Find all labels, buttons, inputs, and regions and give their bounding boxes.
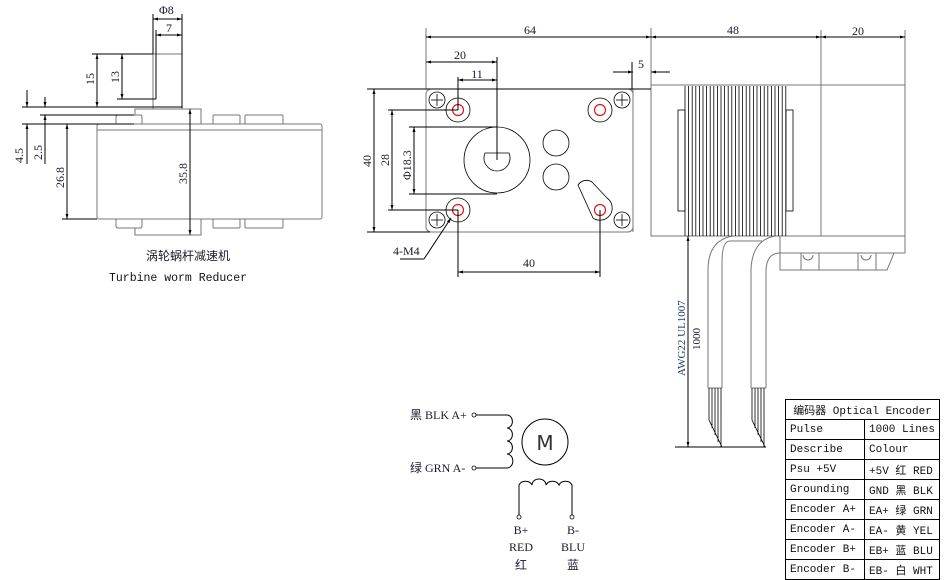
motor-symbol-icon — [521, 418, 569, 466]
table-cell: Colour — [863, 439, 941, 460]
dim-shaft-flat: 7 — [166, 21, 172, 35]
corner-screw-icon — [428, 91, 631, 229]
table-cell: +5V 红 RED — [863, 459, 941, 480]
table-row: Encoder A-EA- 黄 YEL — [785, 519, 941, 540]
cable-length: 1000 — [691, 328, 703, 351]
output-shaft — [152, 53, 183, 110]
table-cell: Grounding — [785, 479, 865, 500]
dim-hole-spacing-v: 28 — [378, 154, 392, 166]
dim-4-5: 4.5 — [12, 148, 26, 163]
table-cell: 1000 Lines — [863, 419, 941, 440]
table-cell: Pulse — [785, 419, 865, 440]
b-minus-color: BLU — [561, 540, 585, 554]
table-row: Encoder B+EB+ 蓝 BLU — [785, 539, 941, 560]
dim-overall-length: 64 — [524, 23, 536, 37]
dim-shaft-diameter: Φ8 — [159, 3, 174, 17]
dim-encoder-length: 20 — [852, 24, 864, 38]
b-minus-color-cn: 蓝 — [567, 558, 579, 572]
table-cell: EB- 白 WHT — [863, 559, 941, 580]
encoder-table-title: 编码器 Optical Encoder — [784, 399, 941, 420]
cable-spec: AWG22 UL1007 — [676, 300, 688, 376]
b-plus-color-cn: 红 — [515, 557, 527, 572]
reducer-body — [96, 123, 323, 220]
table-cell: EB+ 蓝 BLU — [863, 539, 941, 560]
table-cell: Psu +5V — [785, 459, 865, 480]
coil-b — [518, 478, 573, 515]
table-row: Encoder B-EB- 白 WHT — [785, 559, 941, 580]
table-cell: Describe — [785, 439, 865, 460]
b-plus-color: RED — [509, 540, 533, 554]
dim-body-height: 26.8 — [53, 167, 67, 188]
coil-a — [476, 414, 514, 469]
heatsink-fins — [684, 86, 787, 236]
dim-motor-length: 48 — [727, 23, 739, 37]
table-cell: Encoder B+ — [785, 539, 865, 560]
motor-body — [650, 84, 822, 237]
table-row: Psu +5V+5V 红 RED — [785, 459, 941, 480]
mount-label: 4-M4 — [393, 244, 420, 258]
dim-height: 40 — [360, 155, 374, 167]
mount-hole-icon — [445, 97, 613, 223]
dim-hole-spacing-h: 40 — [523, 256, 535, 270]
wire-a-minus-label: 绿 GRN A- — [410, 460, 465, 475]
table-cell: EA+ 绿 GRN — [863, 499, 941, 520]
table-cell: GND 黑 BLK — [863, 479, 941, 500]
front-view: 64 20 11 5 48 20 40 28 Φ18.3 — [360, 23, 906, 448]
table-cell: Encoder A+ — [785, 499, 865, 520]
side-view: Φ8 7 15 13 4.5 2.5 26.8 35.8 涡轮蜗杆减速机 Tur… — [12, 3, 323, 285]
dim-total-height: 35.8 — [176, 163, 190, 184]
wire-a-plus-label: 黑 BLK A+ — [410, 408, 467, 422]
table-cell: Encoder B- — [785, 559, 865, 580]
dim-flange-step: 5 — [638, 57, 644, 71]
table-cell: EA- 黄 YEL — [863, 519, 941, 540]
dim-hole-offset: 11 — [471, 67, 483, 81]
wiring-diagram: 黑 BLK A+ 绿 GRN A- M B+ RED 红 B- BLU 蓝 — [410, 408, 585, 572]
dim-flat-length: 13 — [108, 71, 122, 83]
dim-boss-diameter: Φ18.3 — [400, 150, 414, 180]
motor-symbol-label: M — [536, 431, 553, 455]
table-row: Encoder A+EA+ 绿 GRN — [785, 499, 941, 520]
table-cell: Encoder A- — [785, 519, 865, 540]
lead-wire-cables — [707, 235, 781, 448]
caption-en: Turbine worm Reducer — [109, 272, 247, 285]
dim-shaft-length: 15 — [83, 73, 97, 85]
dim-2-5: 2.5 — [31, 145, 45, 160]
caption-cn: 涡轮蜗杆减速机 — [146, 248, 230, 263]
b-plus-pin: B+ — [514, 523, 529, 537]
dim-shaft-offset: 20 — [454, 48, 466, 62]
shaft-d-cut — [483, 152, 511, 172]
b-minus-pin: B- — [567, 523, 579, 537]
